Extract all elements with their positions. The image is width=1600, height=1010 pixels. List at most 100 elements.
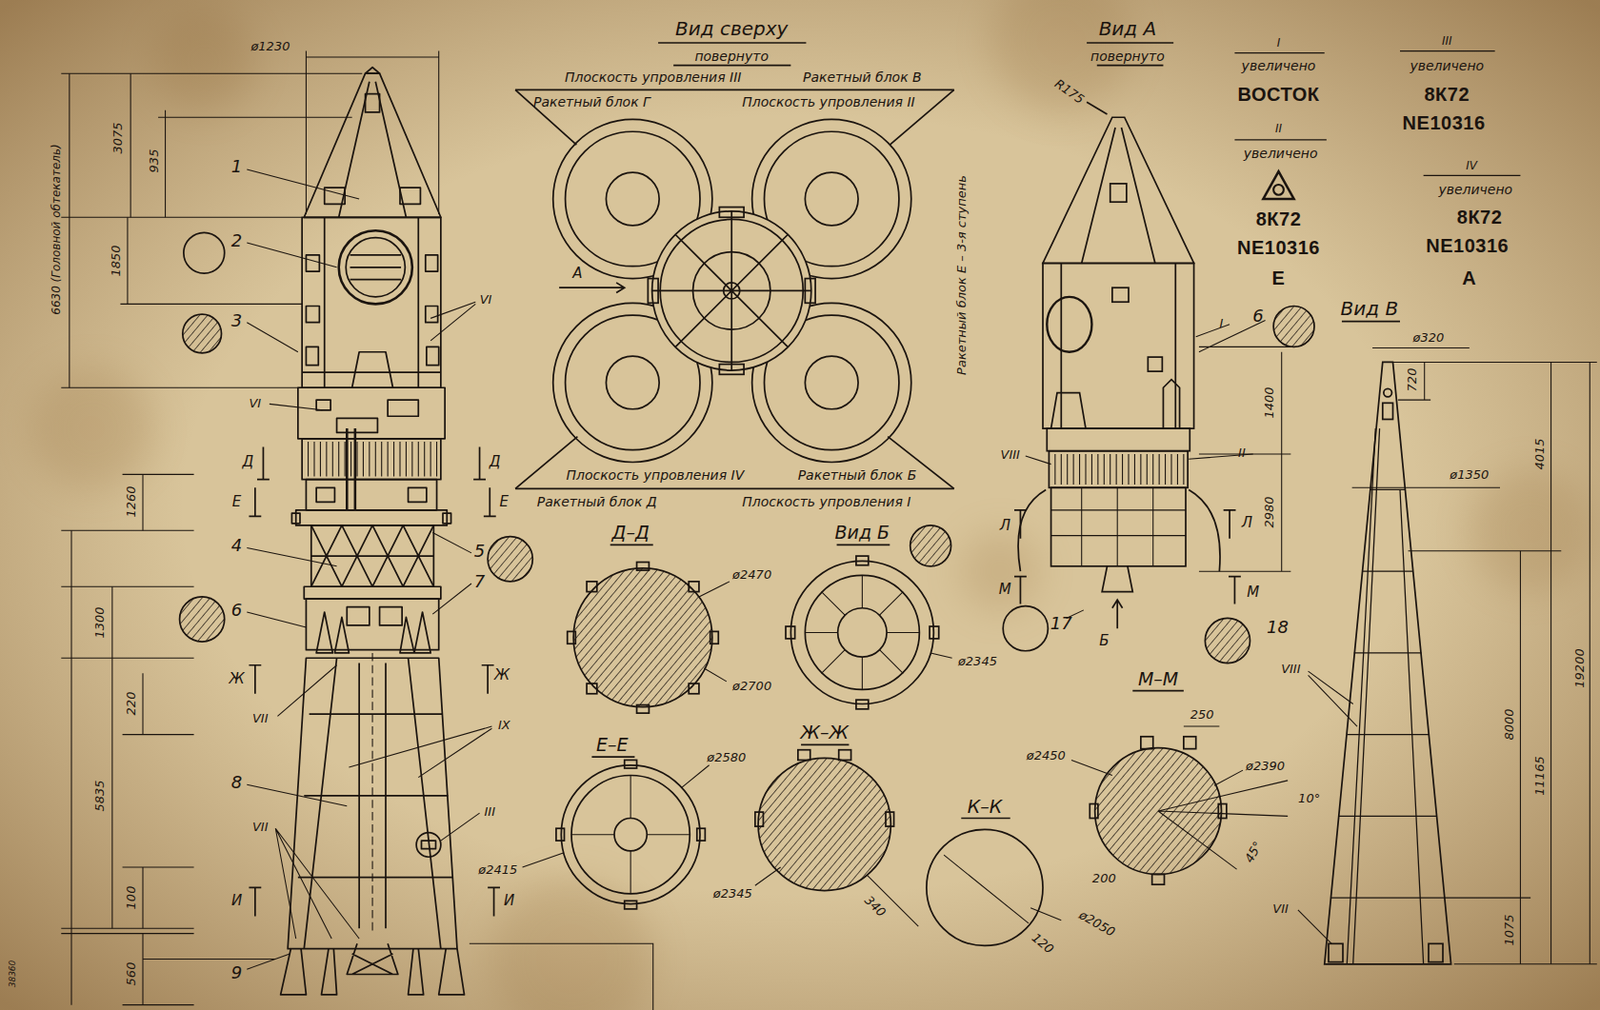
annotation-text: повернуто	[1090, 49, 1165, 63]
callout-number: VIII	[1000, 447, 1020, 460]
view-a	[1086, 101, 1107, 115]
rocket-side-view	[298, 714, 454, 878]
detail-circles	[1002, 606, 1048, 652]
leader-lines	[269, 301, 476, 411]
dimension-lines	[60, 51, 653, 1010]
callout-number: Д	[241, 455, 254, 470]
annotation-text: Плоскость упровления III	[564, 70, 742, 84]
view-v	[1346, 428, 1423, 965]
sections	[614, 819, 647, 852]
annotation-text: Ракетный блок В	[802, 70, 922, 84]
view-a	[1112, 600, 1123, 629]
callout-number: 5	[474, 542, 485, 560]
view-title: Вид А	[1099, 19, 1158, 39]
rocket-side-view	[316, 612, 431, 654]
detail-circles	[1204, 618, 1250, 663]
callout-number: Е	[500, 495, 509, 510]
sections	[586, 581, 598, 593]
dimension-text: 45°	[1241, 840, 1264, 865]
view-a	[1051, 487, 1186, 567]
callout-number: VII	[1272, 901, 1289, 915]
view-v	[1298, 321, 1598, 965]
callout-number: VII	[252, 820, 269, 834]
annotation-text: Плоскость упровления I	[741, 495, 911, 509]
annotation-text: Плоскость упровления IV	[565, 468, 744, 482]
callout-number: 6	[231, 601, 242, 620]
marking-text: А	[1461, 268, 1477, 288]
callout-number: 1	[231, 158, 242, 176]
view-a	[1048, 451, 1188, 489]
view-a	[1051, 487, 1186, 567]
dimension-text: 6630 (Головной обтекатель)	[50, 143, 62, 315]
view-title: К–К	[967, 797, 1002, 816]
view-a	[1101, 566, 1133, 593]
callout-number: VI	[480, 293, 493, 306]
marking-text: NE10316	[1237, 238, 1320, 258]
rocket-side-view	[339, 230, 413, 304]
section-marks	[248, 487, 496, 517]
view-a	[1112, 287, 1129, 302]
callout-number: 2	[231, 232, 242, 250]
sections	[885, 812, 895, 827]
rocket-side-view	[380, 607, 403, 626]
annotation-text: повернуто	[694, 49, 769, 63]
top-view	[553, 119, 912, 462]
annotation-text: Ракетный блок Д	[537, 495, 658, 509]
callout-number: Л	[1000, 518, 1011, 533]
sections	[556, 828, 565, 841]
dimension-text: ø320	[1413, 330, 1445, 343]
annotation-text: увеличено	[1243, 146, 1319, 160]
rocket-side-view	[305, 306, 320, 323]
sections	[1183, 737, 1197, 750]
rocket-side-view	[425, 306, 439, 323]
sections	[710, 631, 720, 644]
sections	[586, 683, 598, 695]
callout-number: I	[1220, 316, 1224, 329]
annotation-text: Ракетный блок Б	[798, 468, 918, 482]
detail-circles	[1273, 306, 1315, 348]
marking-text: ВОСТОК	[1238, 84, 1320, 104]
annotation-text: IV	[1465, 160, 1478, 172]
dimension-text: 220	[124, 692, 138, 717]
dimension-text: 5835	[92, 780, 105, 812]
sections	[1071, 726, 1288, 870]
marking-text: NE10316	[1425, 236, 1509, 256]
view-a	[1046, 297, 1092, 353]
sections	[699, 581, 730, 682]
top-view	[605, 356, 660, 410]
view-a	[1042, 117, 1195, 263]
markings	[1234, 51, 1520, 200]
sections	[856, 700, 869, 710]
top-view	[719, 207, 744, 219]
leader-lines	[275, 665, 492, 940]
top-view	[559, 282, 625, 294]
callout-number: Ж	[494, 668, 510, 683]
rocket-side-view	[311, 525, 435, 587]
dimension-text: 4015	[1532, 438, 1545, 470]
sections	[688, 581, 700, 593]
callout-number: VII	[252, 712, 269, 725]
callout-number: VI	[248, 397, 261, 410]
dimension-text: 1260	[124, 486, 138, 519]
view-title: Д–Д	[612, 523, 650, 542]
dimension-text: 560	[124, 962, 138, 987]
markings	[1234, 51, 1520, 177]
rocket-side-view	[442, 513, 452, 524]
dimension-text: 2980	[1261, 496, 1275, 528]
callout-number: III	[484, 805, 497, 819]
rocket-side-view	[425, 255, 439, 272]
rocket-side-view	[365, 67, 380, 74]
dimension-lines	[69, 73, 166, 388]
callout-number: Д	[489, 455, 501, 470]
rocket-side-view	[305, 599, 439, 651]
rocket-side-view	[387, 400, 419, 417]
top-view	[719, 364, 744, 376]
marking-text: NE10316	[1402, 113, 1486, 133]
sections	[838, 608, 887, 658]
dimension-lines	[71, 474, 143, 1005]
callout-number: 18	[1266, 619, 1289, 637]
top-view	[647, 279, 659, 304]
markings	[1273, 184, 1284, 196]
